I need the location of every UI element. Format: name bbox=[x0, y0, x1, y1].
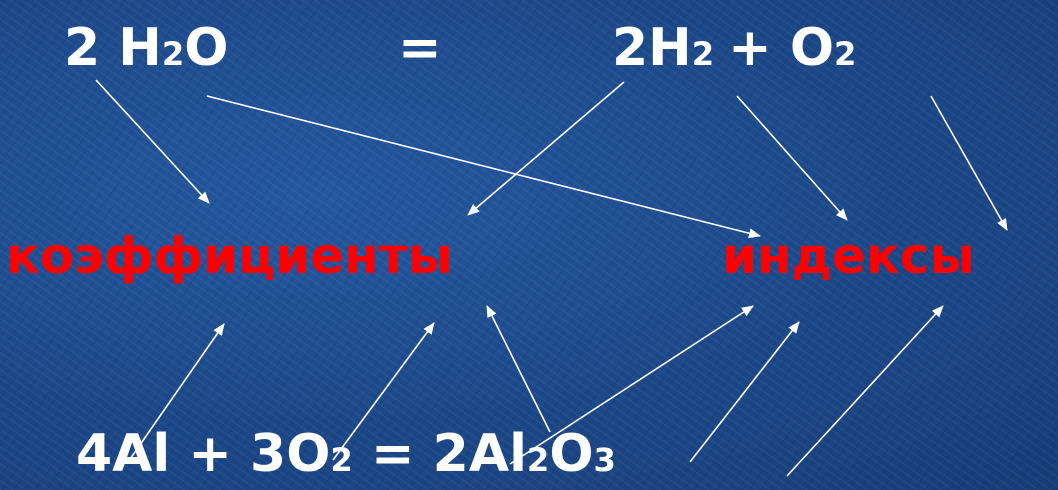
equation-1-plus-o: + O bbox=[728, 18, 835, 78]
equation-1-equals: = bbox=[398, 18, 442, 78]
equation-2-sub3: 3 bbox=[593, 441, 616, 479]
equation-1-left-subscript: 2 bbox=[161, 35, 185, 73]
equation-1-right-b-subscript: 2 bbox=[834, 35, 857, 73]
equation-1-left-rest: O bbox=[184, 18, 229, 78]
equation-2-part3: O bbox=[549, 424, 594, 484]
arrow-2h2-coef-to-coefficients bbox=[467, 81, 625, 216]
label-indices: индексы bbox=[722, 227, 975, 285]
arrow-h2o-sub-to-indices bbox=[206, 95, 761, 239]
equation-1-right-a-subscript: 2 bbox=[691, 35, 715, 73]
equation-1-products: 2H2+ O2 bbox=[612, 22, 856, 74]
arrow-2-to-coefficients bbox=[95, 79, 210, 204]
equation-2-part1: 4Al + 3O bbox=[76, 424, 331, 484]
equation-1-reactant: 2 H2O bbox=[64, 22, 228, 74]
arrow-4-to-coefficients bbox=[127, 323, 225, 463]
arrow-2al-coef-to-coefficients bbox=[486, 305, 551, 433]
equation-2-sub1: 2 bbox=[330, 441, 353, 479]
equation-1-right-a: 2H bbox=[612, 18, 692, 78]
arrow-3-to-coefficients bbox=[332, 322, 435, 461]
arrow-o3-sub-to-indices bbox=[786, 305, 944, 477]
equation-1-left: 2 H bbox=[64, 18, 162, 78]
equation-2-part2: = 2Al bbox=[352, 424, 527, 484]
arrow-o2-sub-to-indices bbox=[930, 95, 1008, 231]
arrow-h2-sub-to-indices bbox=[736, 95, 848, 221]
arrow-o2-sub-to-indices-bottom bbox=[509, 305, 754, 465]
label-coefficients: коэффициенты bbox=[6, 227, 453, 285]
equation-2-sub2: 2 bbox=[526, 441, 550, 479]
arrow-al2-sub-to-indices bbox=[689, 321, 800, 463]
equation-2: 4Al + 3O2 = 2Al2O3 bbox=[76, 428, 616, 480]
